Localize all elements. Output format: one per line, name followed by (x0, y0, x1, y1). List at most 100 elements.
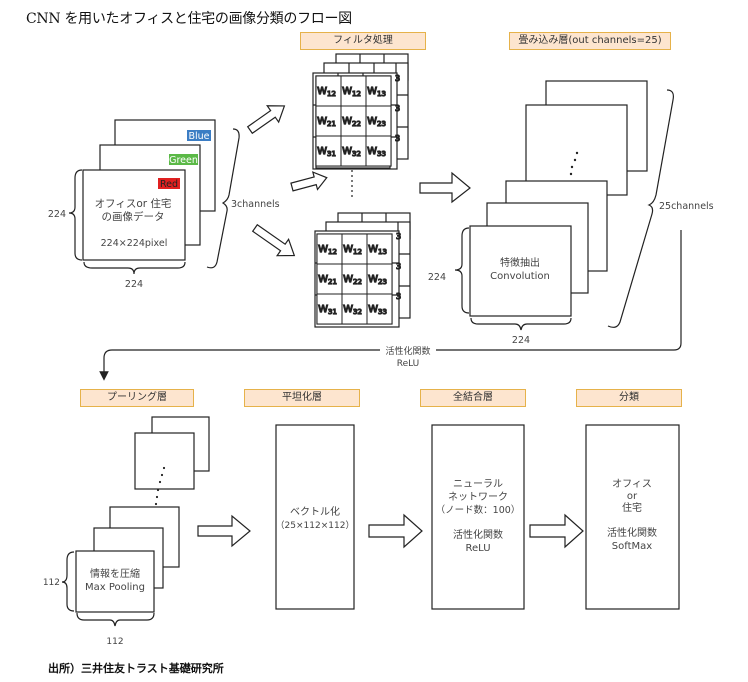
pooling-width-brace (76, 612, 155, 627)
input-height-label: 224 (48, 209, 66, 220)
connector-activation-label: 活性化関数 (385, 345, 430, 357)
conv-height-brace (454, 227, 470, 314)
pooling-height-label: 112 (43, 578, 60, 588)
filter-weight-cell (340, 105, 367, 137)
conv-channel-brace (607, 89, 674, 328)
classify-caption-line2: or (627, 491, 638, 502)
filter-weight-label: W21 (317, 116, 336, 128)
filter-weight-label: W22 (343, 274, 362, 286)
dense-caption-line2: ネットワーク (448, 491, 508, 503)
input-size-text: 224×224pixel (101, 238, 168, 249)
pooling-width-label: 112 (106, 637, 123, 647)
filter-weight-label: W23 (368, 274, 387, 286)
filter-back-digit: 3 (395, 74, 400, 83)
filter-weight-cell (365, 75, 392, 107)
stage-label-classify: 分類 (576, 389, 682, 407)
filter-weight-label: W12 (342, 86, 361, 98)
filter-back-digit: 3 (395, 104, 400, 113)
filter-weight-cell (366, 293, 393, 325)
classify-caption-line4: 活性化関数 (607, 526, 657, 539)
filter-weight-cell (341, 263, 368, 295)
filter-weight-label: W23 (367, 116, 386, 128)
filter-back-digit: 3 (395, 134, 400, 143)
filter-weight-cell (340, 75, 367, 107)
conv-feature-map-stack (469, 80, 648, 317)
filter-back-digit: 3 (396, 232, 401, 241)
filter-back-digit: 3 (396, 262, 401, 271)
tag-blue-text: Blue (188, 131, 209, 142)
input-width-label: 224 (125, 279, 143, 290)
filter-weight-label: W13 (368, 244, 387, 256)
dense-caption-line1: ニューラル (453, 478, 503, 490)
pooling-ellipsis (154, 466, 166, 506)
input-width-brace (83, 261, 186, 275)
conv-width-label: 224 (512, 335, 530, 346)
dense-caption-line3: （ノード数：100） (436, 504, 521, 516)
filter-weight-cell (315, 75, 342, 107)
arrow-to-filter-mid (290, 171, 328, 192)
filter-weight-label: W31 (317, 146, 336, 158)
conv-ellipsis (569, 151, 579, 176)
stage-label-flatten: 平坦化層 (244, 389, 360, 407)
tag-red-text: Red (160, 179, 178, 190)
filter-weight-label: W12 (317, 86, 336, 98)
filter-back-digit: 3 (396, 292, 401, 301)
arrow-to-filter-bottom (251, 223, 296, 257)
pooling-caption-line2: Max Pooling (85, 582, 145, 593)
blue-tag (187, 130, 211, 141)
input-channel-brace (206, 128, 240, 269)
tag-green-text: Green (169, 155, 198, 166)
diagram-title: CNN を用いたオフィスと住宅の画像分類のフロー図 (26, 11, 352, 27)
dense-layer-box (431, 424, 525, 610)
classify-caption-line3: 住宅 (622, 501, 642, 514)
filter-weight-label: W31 (318, 304, 337, 316)
stage-label-filter: フィルタ処理 (300, 32, 426, 50)
red-tag (158, 178, 180, 189)
classify-caption-line5: SoftMax (612, 541, 652, 552)
flatten-caption-line1: ベクトル化 (290, 505, 340, 518)
conv-caption-line2: Convolution (490, 271, 550, 282)
arrow-flatten-to-dense (368, 513, 423, 549)
source-credit: 出所）三井住友トラスト基礎研究所 (48, 662, 224, 675)
connector-activation-name: ReLU (397, 359, 420, 369)
flatten-layer-box (275, 424, 355, 610)
green-tag (169, 154, 198, 165)
dense-caption-line5: ReLU (465, 543, 490, 554)
filter-weight-cell (365, 135, 392, 167)
filter-weight-label: W33 (368, 304, 387, 316)
input-caption-line2: の画像データ (102, 210, 165, 223)
pooling-caption-line1: 情報を圧縮 (90, 567, 140, 580)
stage-label-conv: 畳み込み層(out channels=25) (509, 32, 671, 50)
pooling-height-brace (61, 551, 75, 612)
conv-caption-line1: 特徴抽出 (500, 256, 540, 269)
arrow-to-conv (419, 171, 471, 204)
conv-width-brace (470, 317, 572, 331)
filter-weight-label: W32 (342, 146, 361, 158)
conv-height-label: 224 (428, 272, 446, 283)
flatten-caption-line2: （25×112×112） (276, 520, 355, 531)
classify-layer-box (585, 424, 680, 610)
input-height-brace (68, 169, 83, 261)
arrow-pool-to-flatten (197, 514, 251, 548)
input-channel-count: 3channels (231, 199, 280, 210)
filter-weight-label: W12 (343, 244, 362, 256)
arrow-dense-to-classify (529, 513, 584, 549)
conv-channel-count: 25channels (659, 201, 714, 212)
filter-weight-label: W32 (343, 304, 362, 316)
filter-weight-cell (365, 105, 392, 137)
filter-weight-label: W22 (342, 116, 361, 128)
filter-weight-cell (315, 135, 342, 167)
stage-label-dense: 全結合層 (420, 389, 526, 407)
filter-weight-label: W13 (367, 86, 386, 98)
filter-weight-label: W12 (318, 244, 337, 256)
pooling-feature-map-stack (75, 416, 210, 613)
arrow-to-filter-top (246, 105, 286, 135)
dense-caption-line4: 活性化関数 (453, 528, 503, 541)
stage-label-pooling: プーリング層 (80, 389, 194, 407)
classify-caption-line1: オフィス (612, 478, 652, 490)
filter-weight-label: W21 (318, 274, 337, 286)
input-caption-line1: オフィスor 住宅 (95, 197, 172, 210)
